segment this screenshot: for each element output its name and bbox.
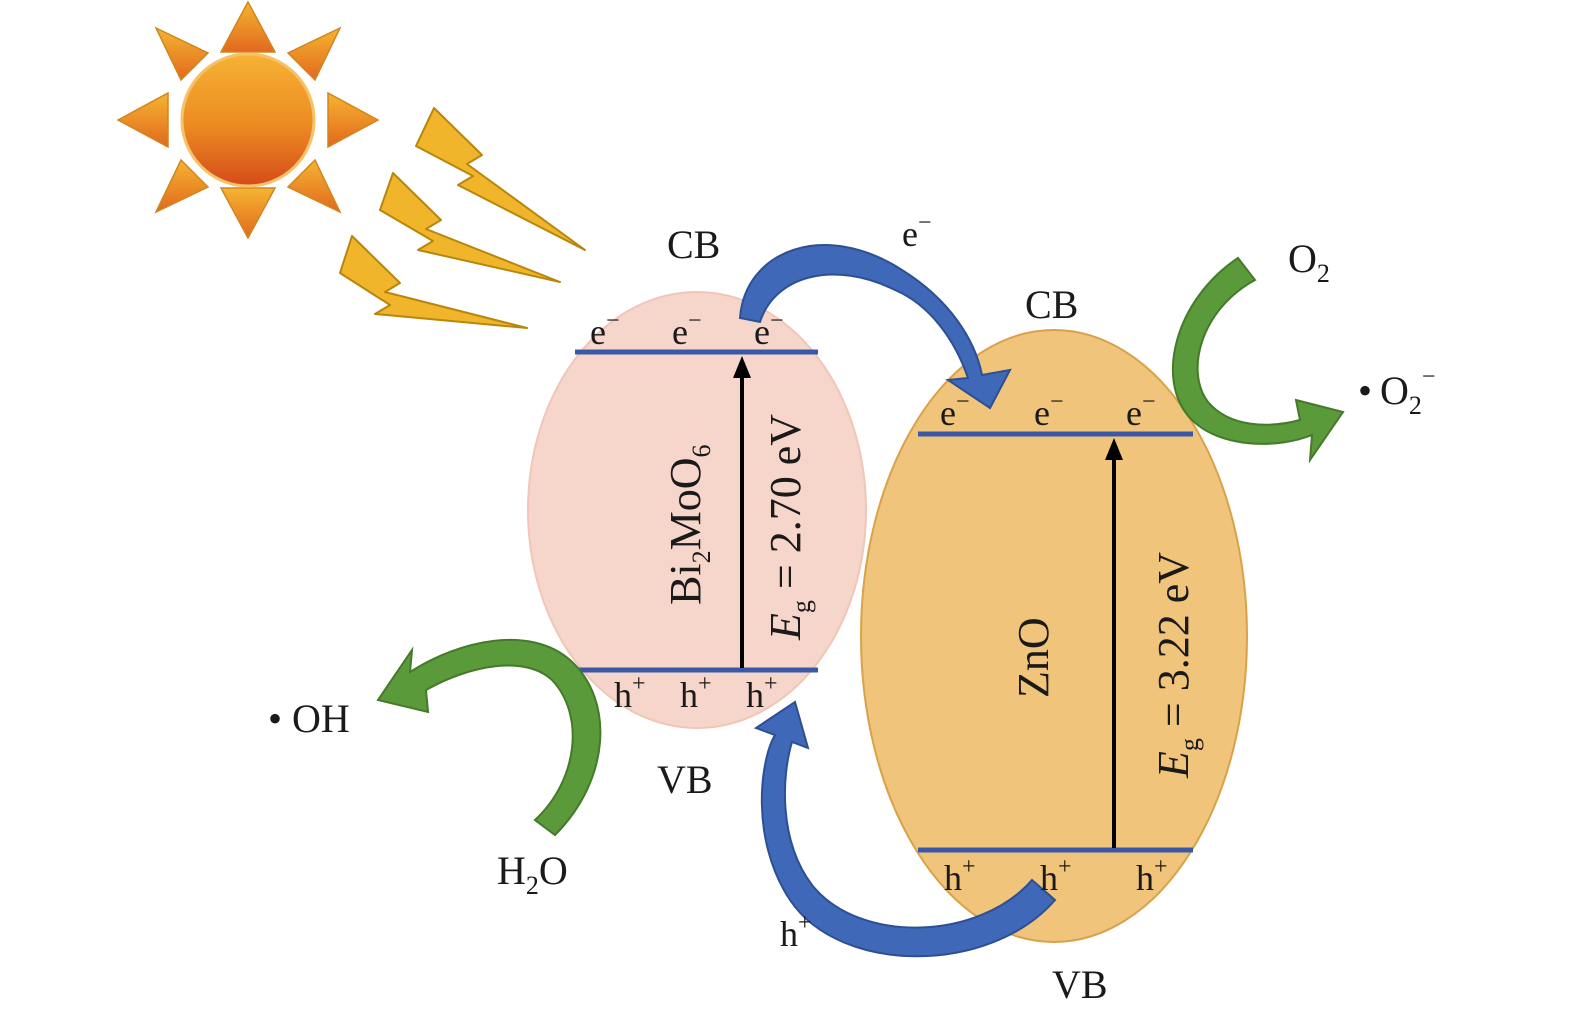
bi2moo6-material-label: Bi2MoO6 [661, 445, 716, 605]
zno-material-label: ZnO [1009, 617, 1058, 698]
bi2moo6-hole: h+ [680, 671, 712, 715]
electron-transfer-arrow [738, 244, 1012, 410]
electron-transfer-label: e− [902, 210, 932, 254]
bi2moo6-bandgap-label: Eg = 2.70 eV [761, 414, 816, 641]
bi2moo6-electron: e− [590, 308, 620, 352]
oxygen-reduction-arrow [1171, 256, 1345, 464]
water-oxidation-arrow [376, 638, 602, 837]
bi2moo6-electron: e− [754, 308, 784, 352]
zno-hole: h+ [1040, 854, 1072, 898]
bi2moo6-vb-label: VB [657, 757, 713, 802]
zno-electron: e− [940, 389, 970, 433]
bi2moo6-hole: h+ [614, 671, 646, 715]
light-ray-icon [339, 107, 586, 329]
sun-icon [116, 0, 380, 240]
bi2moo6-cb-label: CB [667, 222, 720, 267]
h2o-label: H2O [497, 848, 568, 900]
zno-vb-label: VB [1052, 962, 1108, 1007]
bi2moo6-hole: h+ [746, 671, 778, 715]
zno-hole: h+ [1136, 854, 1168, 898]
zno-cb-label: CB [1025, 282, 1078, 327]
zno-electron: e− [1126, 389, 1156, 433]
zno-excitation-arrow [1105, 438, 1123, 848]
zno-electron: e− [1034, 389, 1064, 433]
o2-label: O2 [1288, 236, 1330, 288]
hydroxyl-label: •OH [268, 696, 350, 741]
bi2moo6-particle [527, 291, 867, 729]
zno-bandgap-label: Eg = 3.22 eV [1149, 552, 1204, 779]
zno-hole: h+ [944, 854, 976, 898]
hole-transfer-label: h+ [780, 910, 812, 954]
bi2moo6-excitation-arrow [733, 356, 751, 668]
hole-transfer-arrow [753, 700, 1057, 958]
bi2moo6-electron: e− [672, 308, 702, 352]
zno-particle [860, 329, 1248, 943]
superoxide-label: •O2− [1358, 364, 1435, 420]
